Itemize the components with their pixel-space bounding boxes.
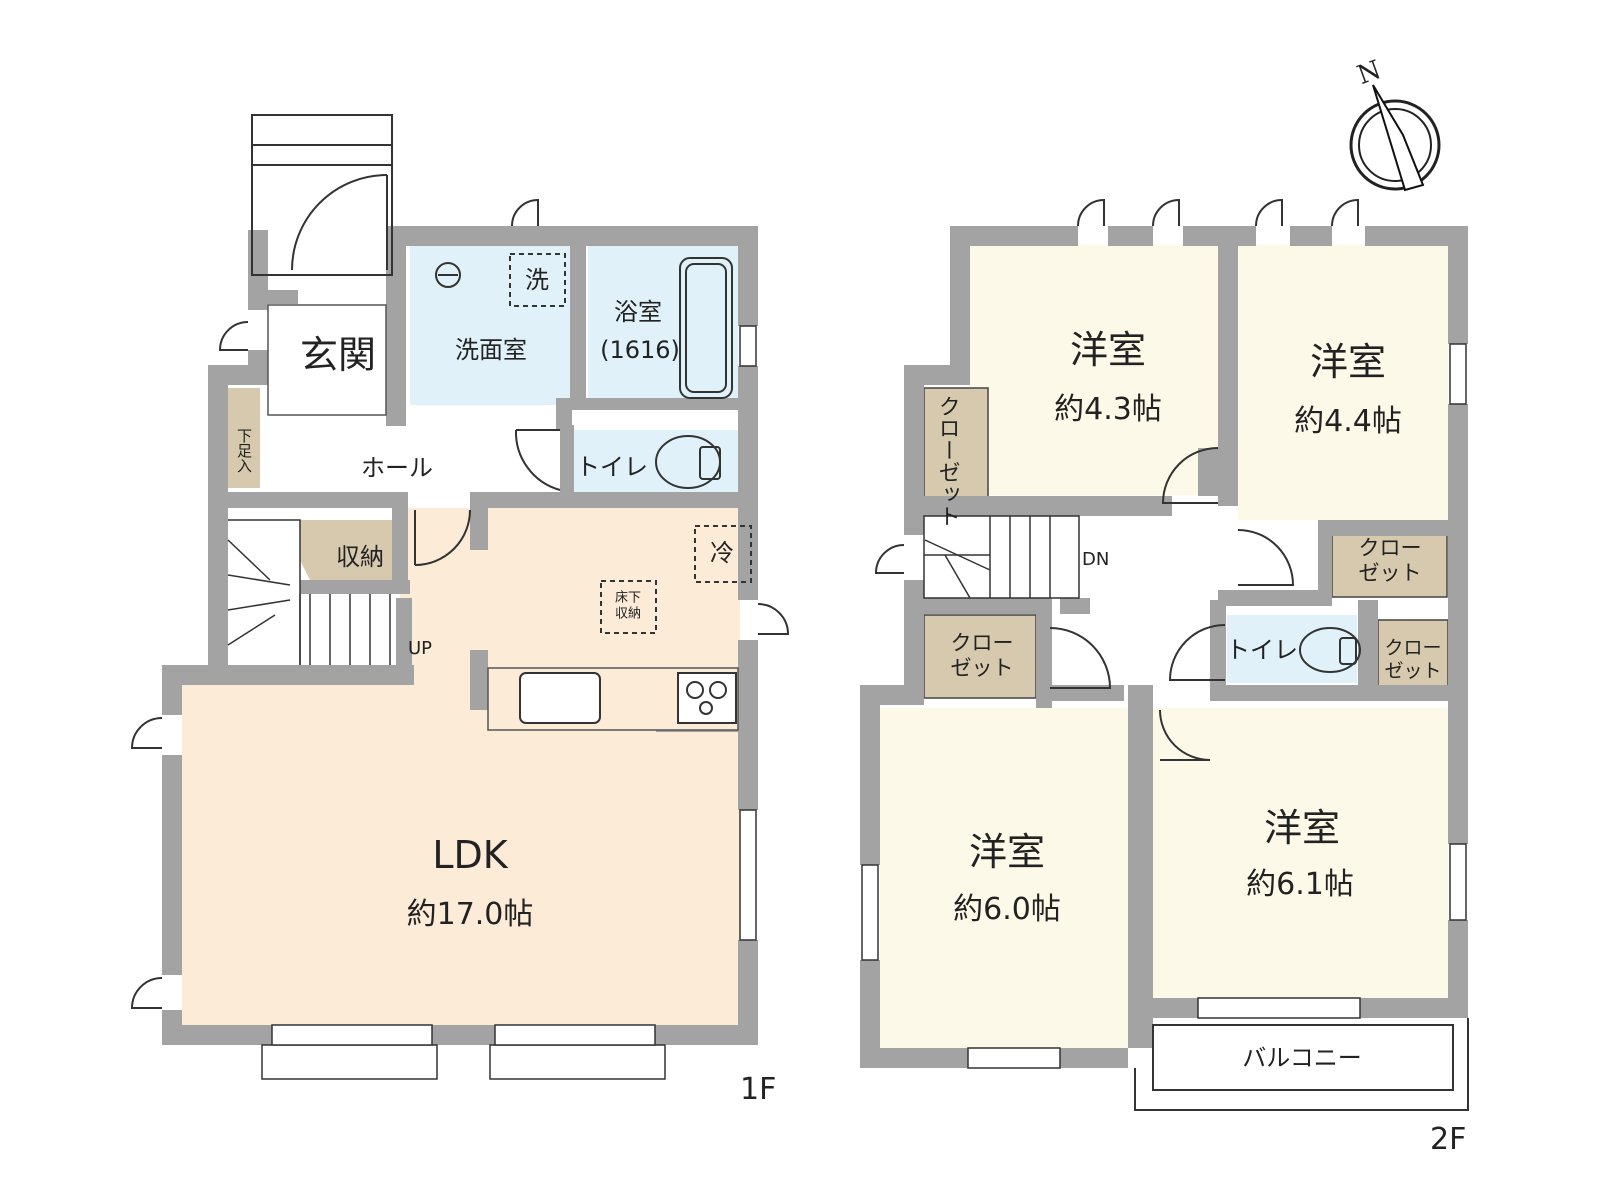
toilet-bowl-2f-icon <box>1299 627 1361 673</box>
underfloor-storage <box>600 580 657 634</box>
storage-label: 収納 <box>336 543 384 571</box>
genkan-label: 玄関 <box>299 333 377 377</box>
bathroom <box>588 245 738 405</box>
floor-1f <box>130 114 790 1080</box>
closet-d-label: クローゼット <box>1384 637 1442 682</box>
room-d-fill <box>1153 708 1448 998</box>
room-b-size-label: 約4.4帖 <box>1294 404 1402 439</box>
fridge-spot <box>694 525 752 583</box>
doors-1f <box>130 198 790 1009</box>
stairs-down-label: DN <box>1082 549 1110 570</box>
closet-b <box>1331 524 1448 598</box>
washing-machine-spot <box>509 253 566 307</box>
washbasin-icon <box>435 262 461 288</box>
bathroom-label: 浴室 <box>614 298 662 326</box>
closet-c <box>923 614 1037 699</box>
kitchen-dining-area <box>400 508 740 686</box>
ldk-room <box>182 685 740 1025</box>
toilet-1f-label: トイレ <box>576 453 648 481</box>
compass <box>1349 84 1441 192</box>
closet-b-label: クローゼット <box>1358 535 1422 585</box>
stairs-up-label: UP <box>408 638 433 659</box>
washroom-label: 洗面室 <box>455 336 527 364</box>
room-c-fill <box>880 708 1128 1048</box>
doors-2f <box>874 198 1359 761</box>
toilet-2f-label: トイレ <box>1226 636 1298 664</box>
room-d-size-label: 約6.1帖 <box>1246 867 1354 902</box>
closet-c-label: クローゼット <box>950 630 1014 680</box>
bathtub <box>679 257 733 399</box>
stove <box>677 672 737 724</box>
closet-vertical-label: クローゼット <box>934 395 960 527</box>
windows-2f <box>861 343 1467 1069</box>
floor-label-1f: 1F <box>740 1072 777 1107</box>
entrance-porch <box>251 114 393 276</box>
room-a-size-label: 約4.3帖 <box>1054 392 1162 427</box>
underfloor-storage-label: 床下収納 <box>614 590 641 621</box>
washing-machine-label: 洗 <box>525 266 549 294</box>
room-b-label: 洋室 <box>1309 340 1387 384</box>
balcony-label: バルコニー <box>1242 1044 1362 1072</box>
fridge-label: 冷 <box>710 539 734 567</box>
shoe-cabinet <box>228 388 260 488</box>
bathroom-size-label: (1616) <box>600 336 680 364</box>
room-b-fill <box>1238 245 1448 520</box>
room-c-label: 洋室 <box>968 830 1046 874</box>
stairs-1f <box>227 519 391 665</box>
shoe-cabinet-label: 下足入 <box>235 428 253 473</box>
room-a-label: 洋室 <box>1069 328 1147 372</box>
ldk-label: LDK <box>432 833 508 877</box>
walls-2f <box>860 226 1468 1068</box>
stairs-2f <box>923 515 1080 599</box>
floor-label-2f: 2F <box>1430 1122 1467 1157</box>
room-a-fill <box>970 245 1218 495</box>
room-d-label: 洋室 <box>1263 806 1341 850</box>
genkan-floor <box>267 304 387 416</box>
kitchen-sink <box>519 672 601 724</box>
balcony <box>1152 1024 1454 1091</box>
ldk-size-label: 約17.0帖 <box>406 897 534 932</box>
floor-2f <box>860 198 1469 1111</box>
room-c-size-label: 約6.0帖 <box>953 892 1061 927</box>
storage-closet <box>300 520 402 590</box>
hall-label: ホール <box>361 454 433 482</box>
closet-vertical <box>923 387 989 501</box>
windows-1f <box>261 325 757 1080</box>
